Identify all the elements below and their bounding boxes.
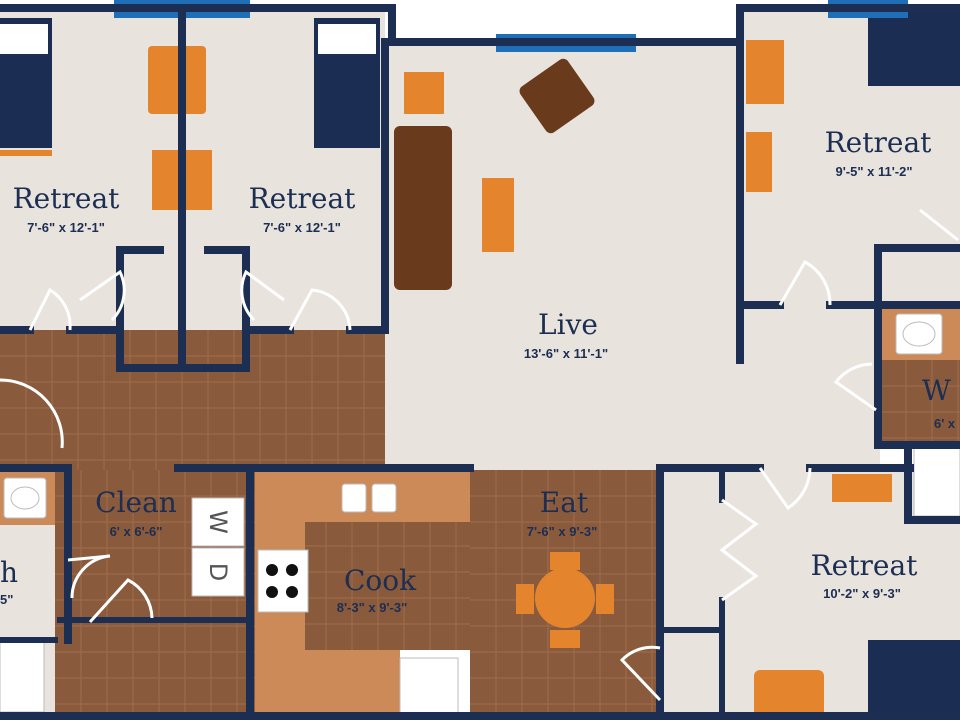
tub-right [913, 447, 960, 517]
dryer-label: D [204, 563, 232, 581]
washer [191, 497, 245, 547]
door-swing [619, 645, 662, 702]
room-dims-retreat-1: 7'-6" x 12'-1" [27, 220, 105, 235]
basin [902, 321, 936, 347]
washer-label: W [204, 510, 232, 534]
walls [0, 4, 960, 720]
coffee-table [482, 178, 514, 252]
nightstand [0, 150, 52, 156]
floor-hall-right [740, 305, 880, 470]
room-dims-live: 13'-6" x 11'-1" [524, 346, 608, 361]
burner [286, 564, 298, 576]
room-name-retreat-4: Retreat [811, 549, 919, 582]
floor-closet-3 [878, 248, 960, 306]
fixtures: W D [0, 313, 960, 720]
floor-closet-eat [660, 640, 720, 720]
room-name-clean: Clean [95, 486, 177, 519]
counter-bottom [255, 650, 400, 720]
furniture [0, 12, 960, 720]
door-swing [719, 498, 759, 602]
room-name-live: Live [538, 308, 598, 341]
side-table [404, 72, 444, 114]
floor-hall-tile [0, 330, 385, 470]
desk [746, 132, 772, 192]
room-dims-bath-right: 6' x [934, 416, 956, 431]
dining-chair [550, 630, 580, 648]
door-swing [919, 208, 959, 242]
dining-table [535, 568, 595, 628]
sink-kitchen-right [371, 483, 397, 513]
door-swing [240, 269, 285, 322]
pillow [0, 24, 48, 54]
burner [286, 586, 298, 598]
room-name-eat: Eat [540, 486, 589, 519]
door-swing [88, 578, 154, 624]
desk [754, 670, 824, 720]
dining-chair [550, 552, 580, 570]
room-name-bath-left: h [0, 556, 18, 589]
sink-bath-right [895, 313, 943, 355]
door-swing [288, 288, 352, 331]
room-dims-clean: 6' x 6'-6" [110, 524, 163, 539]
wall [0, 4, 960, 46]
wall [116, 326, 250, 372]
dining-chair [516, 584, 534, 614]
desk [746, 40, 784, 104]
door-swing [28, 287, 72, 331]
room-dims-bath-left: 5" [0, 592, 13, 607]
wall [904, 446, 960, 524]
stove [257, 549, 309, 613]
dryer [191, 547, 245, 597]
bed-retreat-4 [868, 640, 960, 720]
room-dims-retreat-2: 7'-6" x 12'-1" [263, 220, 341, 235]
sink-kitchen-left [341, 483, 367, 513]
sink-bath-left [3, 477, 47, 519]
burner [266, 586, 278, 598]
pillow [318, 24, 376, 54]
labels: Retreat 7'-6" x 12'-1" Retreat 7'-6" x 1… [0, 126, 956, 615]
room-name-bath-right: W [922, 374, 951, 407]
floor-bath-right-tile [880, 360, 960, 445]
burner [266, 564, 278, 576]
door-swing [758, 467, 812, 511]
dining-chair [596, 584, 614, 614]
basin [10, 486, 40, 510]
room-dims-cook: 8'-3" x 9'-3" [337, 600, 408, 615]
fridge [399, 657, 459, 720]
wall [874, 244, 960, 449]
desk [148, 46, 206, 114]
room-dims-retreat-4: 10'-2" x 9'-3" [823, 586, 901, 601]
bed-retreat-3 [868, 12, 960, 86]
sofa [394, 126, 452, 290]
room-dims-retreat-3: 9'-5" x 11'-2" [835, 164, 912, 179]
room-name-retreat-3: Retreat [825, 126, 933, 159]
door-swing [833, 362, 877, 412]
door-swing [67, 554, 111, 599]
armchair [519, 58, 595, 134]
doors [0, 208, 959, 702]
room-name-cook: Cook [344, 564, 417, 597]
room-dims-eat: 7'-6" x 9'-3" [527, 524, 598, 539]
desk [832, 474, 892, 502]
door-swing [778, 259, 832, 306]
tub-left [0, 639, 45, 713]
floor-cook-tile [300, 520, 470, 650]
wall [0, 464, 72, 644]
door-swing [79, 269, 126, 322]
room-name-retreat-2: Retreat [249, 182, 357, 215]
room-name-retreat-1: Retreat [13, 182, 121, 215]
door-swing [0, 378, 64, 449]
